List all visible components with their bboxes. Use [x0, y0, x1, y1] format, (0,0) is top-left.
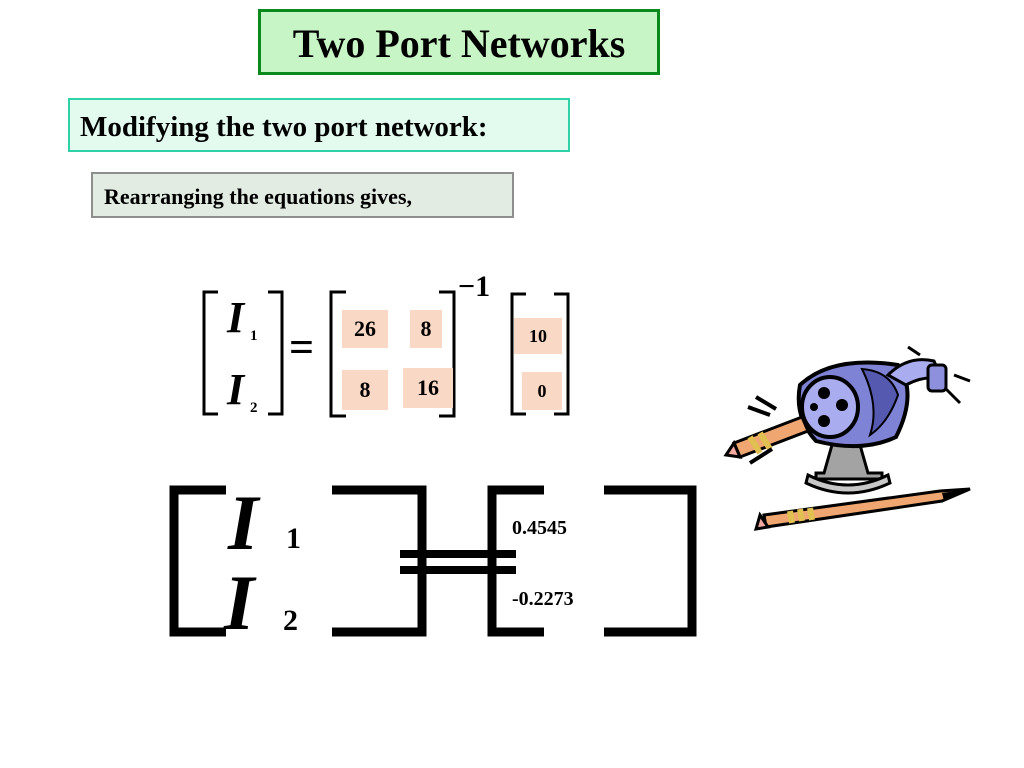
current-i1-subscript: 1	[250, 328, 258, 344]
result-brackets	[169, 485, 697, 637]
result-value-i2: -0.2273	[512, 588, 574, 610]
source-vector-brackets	[510, 292, 570, 416]
matrix-cell-r1c2: 8	[410, 310, 442, 348]
pencil-sharpener-icon	[723, 345, 971, 531]
matrix-cell-r2c2: 16	[403, 368, 453, 408]
result-i2-symbol: I	[224, 559, 255, 646]
result-i1-subscript: 1	[286, 522, 301, 555]
title-box: Two Port Networks	[258, 9, 660, 75]
slide-subtitle: Modifying the two port network:	[80, 111, 488, 143]
matrix-cell-r2c1: 8	[342, 370, 388, 410]
slide-note: Rearranging the equations gives,	[104, 184, 412, 209]
matrix-cell-r1c1: 26	[342, 310, 388, 348]
source-vector-r2: 0	[522, 372, 562, 410]
current-i2-subscript: 2	[250, 400, 258, 416]
lhs-vector-brackets	[202, 290, 284, 416]
current-i1-symbol: I	[227, 293, 245, 342]
source-vector-r1: 10	[514, 318, 562, 354]
current-i2-symbol: I	[227, 365, 245, 414]
result-value-i1: 0.4545	[512, 517, 567, 539]
result-i1-symbol: I	[228, 479, 259, 566]
matrix-brackets	[329, 290, 456, 418]
inverse-exponent: −1	[458, 270, 491, 303]
equals-sign: =	[289, 323, 315, 372]
subtitle-box: Modifying the two port network:	[68, 98, 570, 152]
slide-title: Two Port Networks	[292, 21, 626, 66]
note-box: Rearranging the equations gives,	[91, 172, 514, 218]
result-i2-subscript: 2	[283, 604, 298, 637]
